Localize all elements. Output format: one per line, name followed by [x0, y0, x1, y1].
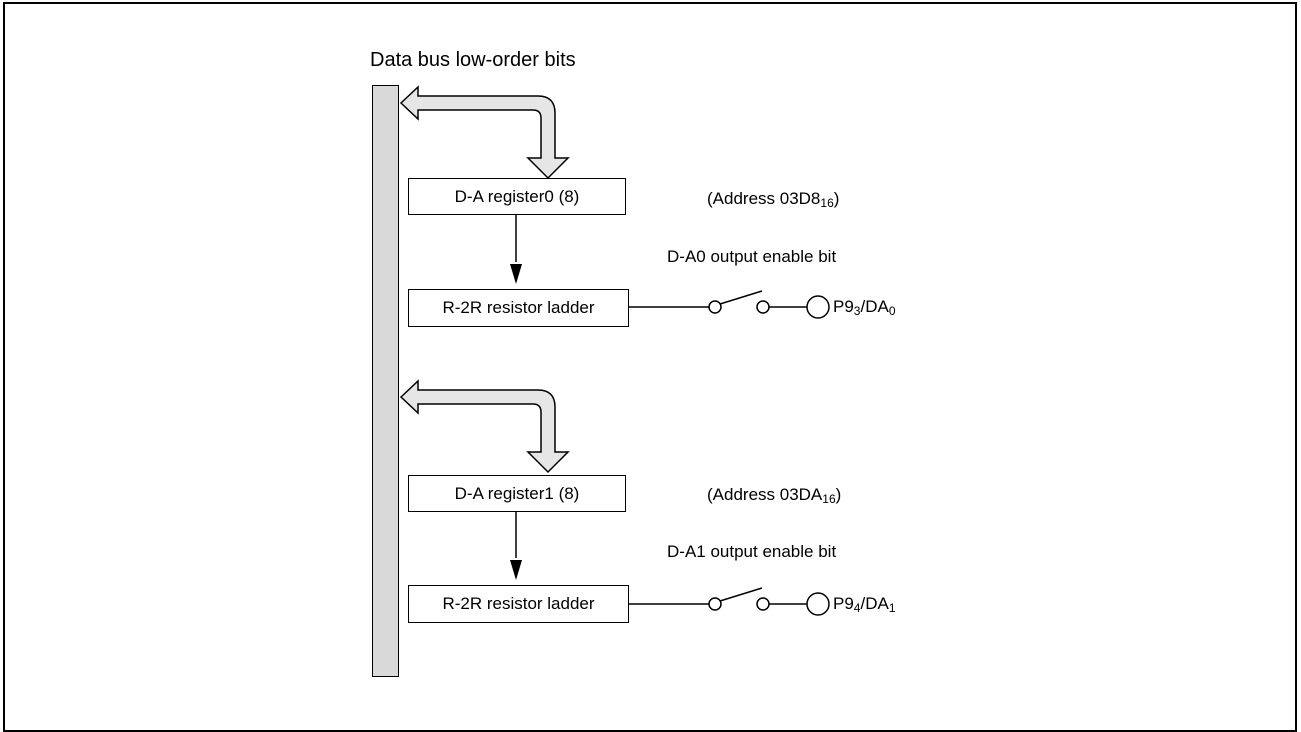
bus-label: Data bus low-order bits: [370, 49, 576, 71]
address1-label: (Address 03DA16): [707, 485, 842, 506]
reg1-to-ladder-arrowhead: [510, 560, 522, 580]
switch0-blade: [719, 290, 763, 305]
ladder1-label: R-2R resistor ladder: [442, 594, 595, 613]
pin1-terminal: [806, 592, 830, 616]
reg0-to-ladder-arrowhead: [510, 264, 522, 284]
ladder0-box: R-2R resistor ladder: [408, 289, 629, 327]
switch1-blade: [719, 587, 763, 602]
da-register0-label: D-A register0 (8): [454, 186, 580, 206]
bus-arrow-0: [399, 85, 570, 180]
enable0-label: D-A0 output enable bit: [667, 247, 837, 266]
da-register0-box: D-A register0 (8): [408, 178, 626, 215]
ladder1-box: R-2R resistor ladder: [408, 585, 629, 623]
pin1-label: P94/DA1: [833, 594, 896, 615]
bus-arrow-1: [399, 379, 570, 474]
data-bus: [372, 85, 399, 677]
switch1-contact-a: [708, 597, 722, 611]
address0-label: (Address 03D816): [707, 189, 840, 210]
pin0-terminal: [806, 295, 830, 319]
switch0-contact-a: [708, 300, 722, 314]
switch0-contact-b: [756, 300, 770, 314]
enable1-label: D-A1 output enable bit: [667, 542, 837, 561]
da-register1-label: D-A register1 (8): [454, 483, 580, 503]
pin0-label: P93/DA0: [833, 297, 896, 318]
ladder0-label: R-2R resistor ladder: [442, 298, 595, 317]
switch1-contact-b: [756, 597, 770, 611]
da-register1-box: D-A register1 (8): [408, 475, 626, 512]
